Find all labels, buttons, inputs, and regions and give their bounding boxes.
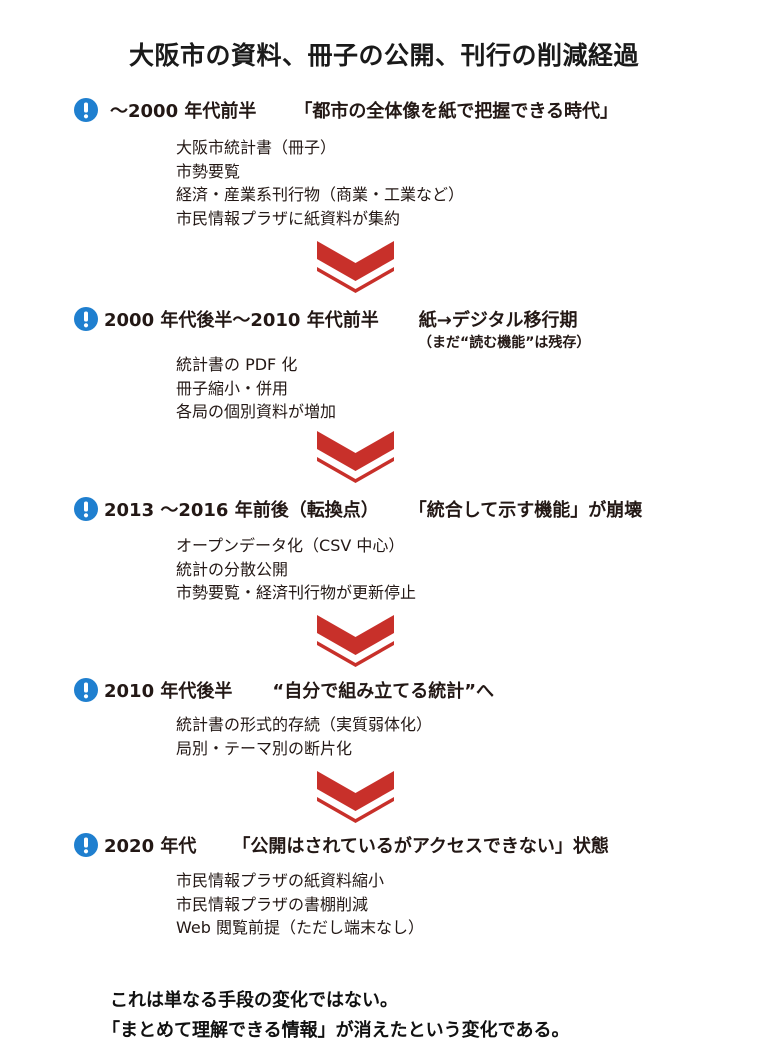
- stage-5-period: 2020 年代: [104, 836, 197, 857]
- list-item: 統計書の PDF 化: [176, 355, 298, 374]
- exclamation-circle-icon: [74, 497, 98, 521]
- stage-3-period: 2013 ～2016 年前後（転換点）: [104, 500, 379, 521]
- list-item: 市勢要覧: [176, 161, 241, 181]
- list-item: オープンデータ化（CSV 中心）: [176, 536, 405, 555]
- chevron-down-icon: [317, 431, 394, 483]
- list-item: 市民情報プラザに紙資料が集約: [176, 208, 401, 228]
- stage-4-items: 統計書の形式的存続（実質弱体化） 局別・テーマ別の断片化: [176, 713, 432, 760]
- list-item: 統計の分散公開: [176, 559, 289, 579]
- stage-1-headline: 「都市の全体像を紙で把握できる時代」: [294, 101, 619, 122]
- list-item: 大阪市統計書（冊子）: [176, 138, 337, 157]
- exclamation-circle-icon: [74, 678, 98, 702]
- chevron-down-icon: [317, 615, 394, 667]
- stage-2-items: 統計書の PDF 化 冊子縮小・併用 各局の個別資料が増加: [176, 353, 336, 424]
- stage-2-header: 2000 年代後半～2010 年代前半 紙→デジタル移行期: [74, 306, 577, 332]
- stage-3-header: 2013 ～2016 年前後（転換点） 「統合して示す機能」が崩壊: [74, 496, 642, 522]
- list-item: 冊子縮小・併用: [176, 378, 289, 398]
- list-item: 市民情報プラザの紙資料縮小: [176, 871, 385, 890]
- list-item: 各局の個別資料が増加: [176, 402, 337, 421]
- list-item: 統計書の形式的存続（実質弱体化）: [176, 715, 433, 734]
- stage-5-header: 2020 年代 「公開はされているがアクセスできない」状態: [74, 832, 609, 858]
- exclamation-circle-icon: [74, 833, 98, 857]
- list-item: 市勢要覧・経済刊行物が更新停止: [176, 583, 417, 602]
- stage-3-items: オープンデータ化（CSV 中心） 統計の分散公開 市勢要覧・経済刊行物が更新停止: [176, 534, 416, 605]
- stage-5-items: 市民情報プラザの紙資料縮小 市民情報プラザの書棚削減 Web 閲覧前提（ただし端…: [176, 869, 424, 940]
- page-title: 大阪市の資料、冊子の公開、刊行の削減経過: [128, 41, 639, 70]
- chevron-down-icon: [317, 771, 394, 823]
- exclamation-circle-icon: [74, 98, 98, 122]
- exclamation-circle-icon: [74, 307, 98, 331]
- list-item: 市民情報プラザの書棚削減: [176, 894, 369, 914]
- stage-5-headline: 「公開はされているがアクセスできない」状態: [232, 836, 609, 857]
- stage-3-headline: 「統合して示す機能」が崩壊: [408, 500, 643, 521]
- list-item: 局別・テーマ別の断片化: [176, 738, 353, 758]
- stage-4-header: 2010 年代後半 “自分で組み立てる統計”へ: [74, 677, 494, 703]
- stage-2-headline: 紙→デジタル移行期: [418, 310, 578, 331]
- chevron-down-icon: [317, 241, 394, 293]
- conclusion: これは単なる手段の変化ではない。 「まとめて理解できる情報」が消えたという変化で…: [102, 986, 569, 1046]
- list-item: Web 閲覧前提（ただし端末なし）: [176, 918, 424, 937]
- stage-1-header: ～2000 年代前半 「都市の全体像を紙で把握できる時代」: [74, 97, 618, 123]
- stage-1-items: 大阪市統計書（冊子） 市勢要覧 経済・産業系刊行物（商業・工業など） 市民情報プ…: [176, 136, 464, 230]
- stage-2-note: （まだ“読む機能”は残存）: [418, 335, 591, 351]
- stage-4-period: 2010 年代後半: [104, 681, 233, 702]
- list-item: 経済・産業系刊行物（商業・工業など）: [176, 185, 465, 204]
- conclusion-line-2: 「まとめて理解できる情報」が消えたという変化である。: [102, 1020, 570, 1041]
- stage-2-period: 2000 年代後半～2010 年代前半: [104, 310, 379, 331]
- stage-4-headline: “自分で組み立てる統計”へ: [272, 681, 495, 702]
- conclusion-line-1: これは単なる手段の変化ではない。: [110, 990, 398, 1011]
- stage-1-period: ～2000 年代前半: [110, 101, 257, 122]
